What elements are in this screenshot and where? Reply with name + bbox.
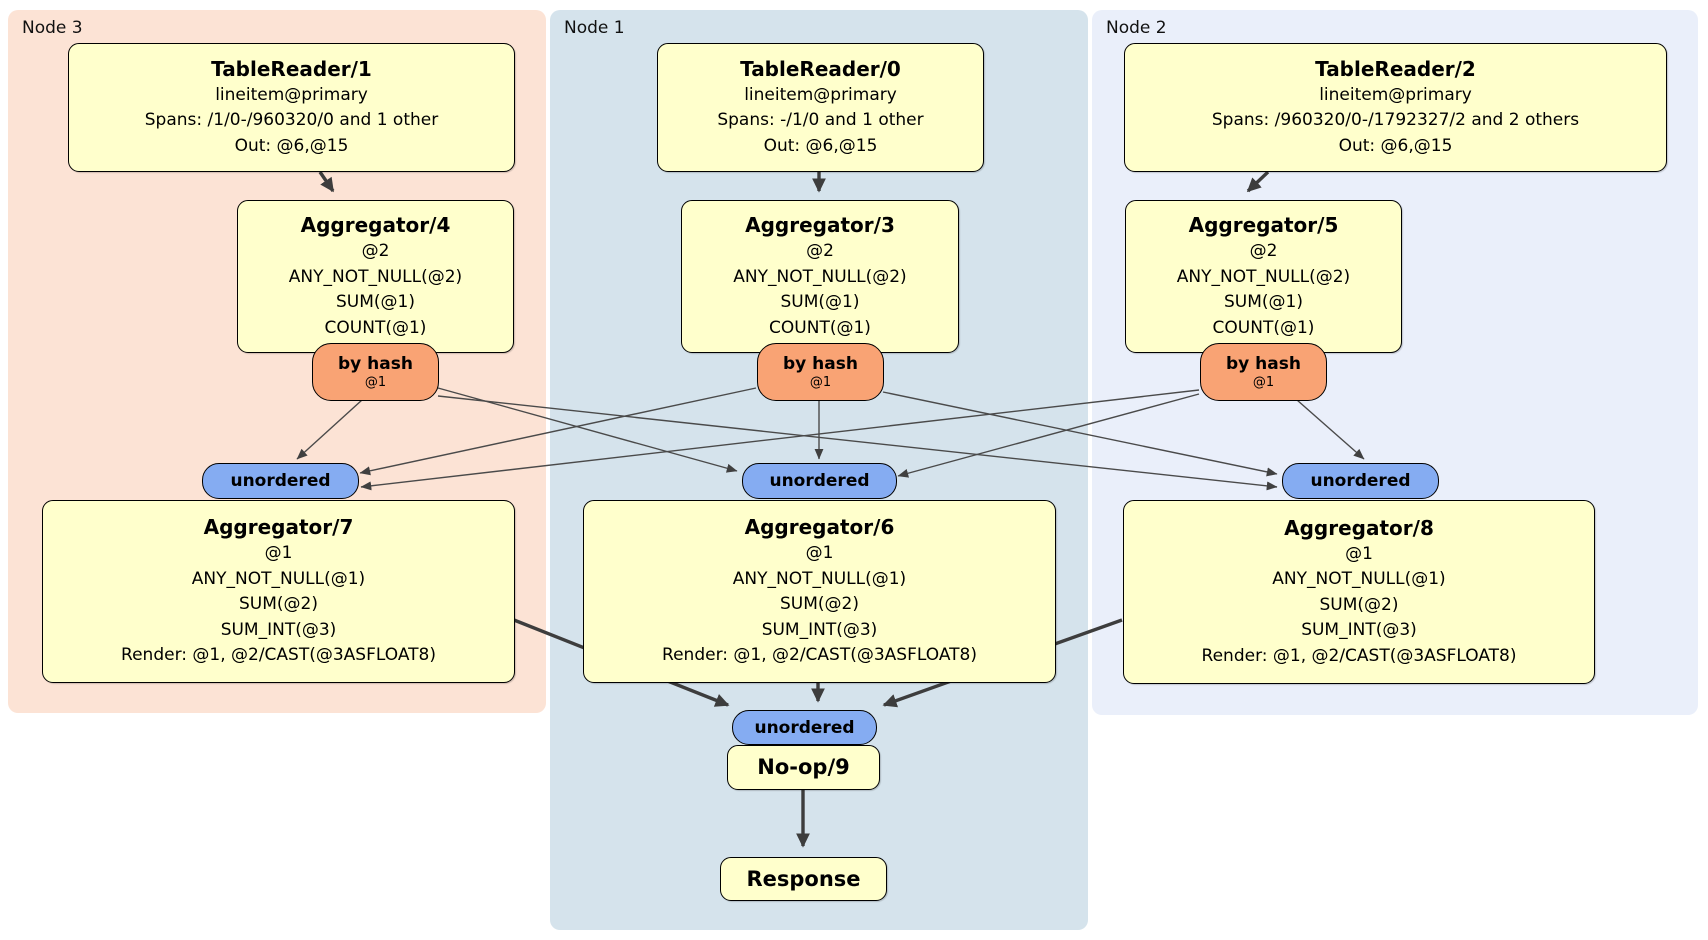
router-key: @1 (809, 374, 832, 390)
op-detail: lineitem@primary (1319, 84, 1472, 105)
op-detail: Render: @1, @2/CAST(@3ASFLOAT8) (662, 645, 977, 666)
op-detail: Out: @6,@15 (763, 135, 878, 156)
op-title: Response (746, 866, 861, 891)
router-by-hash-node2: by hash @1 (1200, 343, 1327, 401)
op-detail: SUM(@2) (780, 594, 859, 615)
op-detail: COUNT(@1) (769, 317, 871, 338)
op-detail: lineitem@primary (744, 84, 897, 105)
router-by-hash-node1: by hash @1 (757, 343, 884, 401)
router-label: by hash (338, 353, 413, 374)
op-title: Aggregator/3 (745, 213, 895, 237)
region-label-node-1: Node 1 (564, 18, 625, 38)
op-detail: ANY_NOT_NULL(@2) (288, 266, 463, 287)
op-detail: COUNT(@1) (324, 317, 427, 338)
op-response: Response (720, 857, 887, 901)
op-detail: Render: @1, @2/CAST(@3ASFLOAT8) (121, 645, 436, 666)
op-title: Aggregator/5 (1188, 213, 1339, 237)
op-detail: Spans: -/1/0 and 1 other (717, 110, 924, 131)
op-detail: SUM_INT(@3) (220, 619, 337, 640)
op-detail: COUNT(@1) (1212, 317, 1315, 338)
op-detail: @2 (361, 241, 390, 261)
op-aggregator-7: Aggregator/7 @1 ANY_NOT_NULL(@1) SUM(@2)… (42, 500, 515, 683)
op-detail: ANY_NOT_NULL(@2) (1176, 266, 1351, 287)
router-label: by hash (1226, 353, 1301, 374)
op-title: TableReader/2 (1315, 56, 1476, 81)
op-title: TableReader/0 (740, 56, 901, 81)
op-aggregator-4: Aggregator/4 @2 ANY_NOT_NULL(@2) SUM(@1)… (237, 200, 514, 353)
sync-unordered-node2: unordered (1282, 463, 1439, 499)
op-detail: ANY_NOT_NULL(@1) (1272, 569, 1446, 590)
op-tablereader-1: TableReader/1 lineitem@primary Spans: /1… (68, 43, 515, 172)
sync-unordered-node1: unordered (742, 463, 897, 499)
router-label: by hash (783, 353, 858, 374)
op-noop-9: No-op/9 (727, 745, 880, 790)
op-detail: Out: @6,@15 (234, 135, 349, 156)
op-detail: lineitem@primary (215, 84, 368, 105)
op-detail: ANY_NOT_NULL(@1) (191, 568, 366, 589)
op-title: No-op/9 (757, 755, 850, 779)
op-detail: SUM(@2) (1319, 594, 1399, 615)
op-detail: Render: @1, @2/CAST(@3ASFLOAT8) (1201, 645, 1517, 666)
router-edges-thin (296, 387, 1365, 491)
op-aggregator-6: Aggregator/6 @1 ANY_NOT_NULL(@1) SUM(@2)… (583, 500, 1056, 683)
op-detail: ANY_NOT_NULL(@1) (732, 568, 907, 589)
op-detail: @1 (805, 543, 834, 564)
op-detail: SUM_INT(@3) (1301, 620, 1417, 641)
op-detail: SUM(@2) (239, 594, 318, 615)
op-detail: Out: @6,@15 (1338, 135, 1453, 156)
op-detail: SUM(@1) (780, 292, 860, 312)
op-aggregator-5: Aggregator/5 @2 ANY_NOT_NULL(@2) SUM(@1)… (1125, 200, 1402, 353)
router-key: @1 (1252, 374, 1275, 390)
op-aggregator-8: Aggregator/8 @1 ANY_NOT_NULL(@1) SUM(@2)… (1123, 500, 1595, 684)
op-tablereader-2: TableReader/2 lineitem@primary Spans: /9… (1124, 43, 1667, 172)
op-title: TableReader/1 (211, 56, 372, 81)
op-detail: @1 (1345, 543, 1373, 564)
op-detail: Spans: /960320/0-/1792327/2 and 2 others (1211, 110, 1580, 131)
op-detail: @2 (806, 241, 834, 261)
sync-unordered-final: unordered (732, 710, 877, 745)
op-title: Aggregator/8 (1284, 515, 1434, 540)
op-detail: ANY_NOT_NULL(@2) (733, 266, 907, 287)
region-label-node-2: Node 2 (1106, 18, 1167, 38)
router-by-hash-node3: by hash @1 (312, 343, 439, 401)
op-detail: SUM_INT(@3) (761, 619, 878, 640)
op-detail: SUM(@1) (336, 292, 415, 312)
op-detail: Spans: /1/0-/960320/0 and 1 other (144, 110, 439, 131)
op-tablereader-0: TableReader/0 lineitem@primary Spans: -/… (657, 43, 984, 172)
op-title: Aggregator/6 (744, 515, 895, 540)
op-detail: SUM(@1) (1224, 292, 1303, 312)
router-key: @1 (364, 374, 387, 390)
sync-unordered-node3: unordered (202, 463, 359, 499)
region-label-node-3: Node 3 (22, 18, 83, 38)
op-title: Aggregator/7 (203, 515, 354, 540)
op-aggregator-3: Aggregator/3 @2 ANY_NOT_NULL(@2) SUM(@1)… (681, 200, 959, 353)
op-title: Aggregator/4 (300, 213, 451, 237)
op-detail: @2 (1249, 241, 1278, 261)
op-detail: @1 (264, 543, 293, 564)
